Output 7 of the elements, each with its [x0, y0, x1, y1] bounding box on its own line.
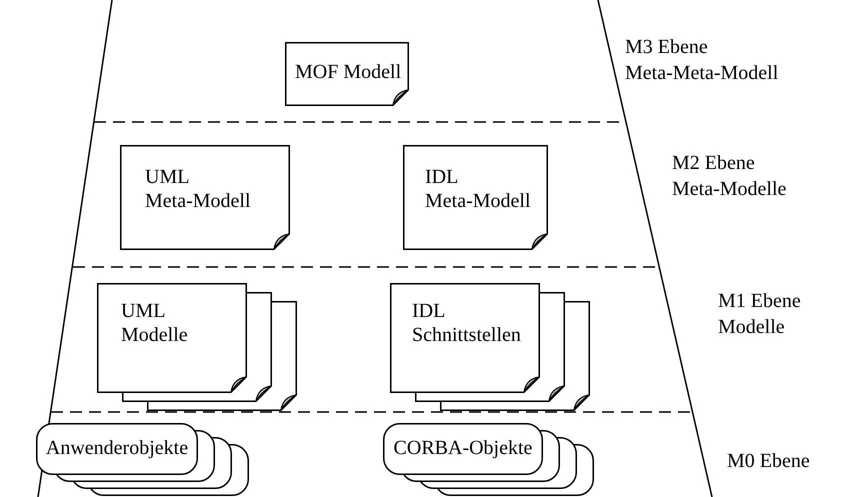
level-label: M0 Ebene — [727, 449, 811, 474]
note-shape: IDL Meta-Modell — [403, 145, 548, 250]
level-label: M3 Ebene Meta-Meta-Modell — [625, 35, 780, 86]
level-label: M2 Ebene Meta-Modelle — [672, 151, 788, 202]
note-shape: UML Meta-Modell — [120, 145, 290, 250]
level-label: M1 Ebene Modelle — [718, 289, 802, 340]
note-shape: MOF Modell — [285, 42, 409, 106]
